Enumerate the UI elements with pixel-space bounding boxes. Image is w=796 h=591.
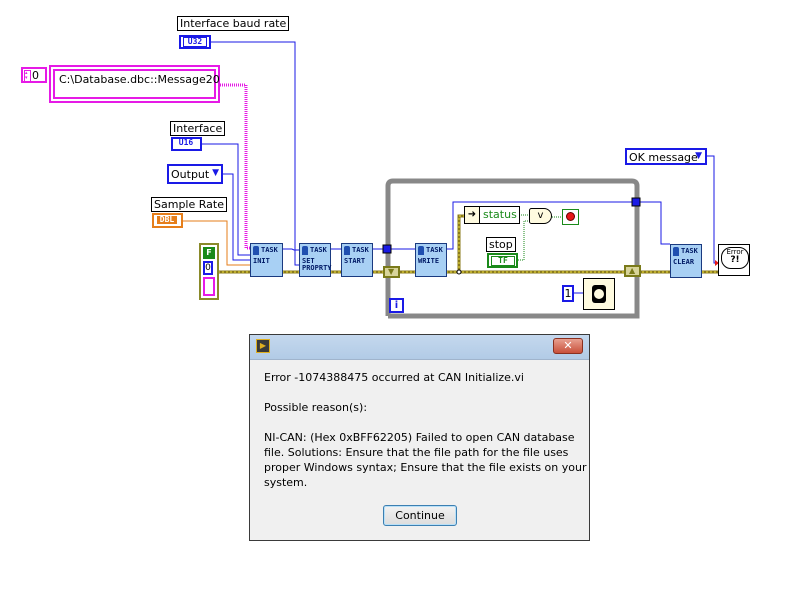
error-dialog: ▶ ✕ Error -1074388475 occurred at CAN In… (249, 334, 590, 541)
wait-ms-constant[interactable]: 1 (562, 285, 574, 302)
interface-label: Interface (170, 121, 226, 136)
u32-type-tag: U32 (183, 37, 207, 47)
node-name: START (344, 257, 366, 265)
baud-rate-label: Interface baud rate (177, 16, 290, 31)
error-message: Error -1074388475 occurred at CAN Initia… (264, 371, 524, 384)
task-icon: TASK (302, 246, 327, 255)
unbundle-by-name-node[interactable]: ➜ status (464, 206, 520, 224)
can-set-property-node[interactable]: TASK SET PROPRTY (299, 243, 332, 277)
array-index-control[interactable]: ▴▾ 0 (21, 67, 47, 83)
reason-header: Possible reason(s): (264, 401, 368, 414)
mode-value: Output (171, 168, 210, 181)
wire-mode (223, 173, 251, 261)
can-start-node[interactable]: TASK START (341, 243, 373, 277)
while-loop-frame (385, 178, 640, 319)
wire-error-branch (457, 214, 465, 272)
sample-rate-label: Sample Rate (151, 197, 227, 212)
status-element: status (483, 208, 517, 221)
error-symbol: ?! (730, 255, 740, 265)
mode-ring-control[interactable]: Output ▼ (167, 164, 223, 184)
status-boolean[interactable]: F (203, 247, 215, 259)
wire-junction (456, 269, 462, 275)
loop-condition-terminal[interactable] (562, 209, 579, 225)
down-triangle-icon: ▼ (388, 267, 395, 276)
iteration-terminal: i (389, 298, 404, 313)
node-name: INIT (253, 257, 270, 265)
up-triangle-icon: ▲ (629, 266, 636, 275)
arrow-right-icon: ➜ (465, 207, 480, 223)
u16-type-tag: U16 (178, 138, 194, 147)
baud-rate-terminal[interactable]: U32 (179, 35, 211, 49)
error-text: Error (726, 248, 744, 256)
node-name: CLEAR (673, 258, 695, 266)
node-name: WRITE (418, 257, 440, 265)
watch-face (594, 289, 604, 299)
dropdown-arrow-icon[interactable]: ▼ (212, 168, 219, 178)
sample-rate-terminal[interactable]: DBL (152, 213, 183, 228)
reason-line-1: NI-CAN: (Hex 0xBFF62205) Failed to open … (264, 431, 575, 444)
dropdown-arrow-icon[interactable]: ▼ (695, 151, 702, 161)
reason-line-4: system. (264, 476, 308, 489)
close-button[interactable]: ✕ (553, 338, 583, 354)
continue-button[interactable]: Continue (383, 505, 457, 526)
speech-bubble-icon: Error ?! (721, 247, 749, 269)
array-index-value: 0 (32, 69, 39, 82)
dialog-title-bar[interactable]: ▶ ✕ (250, 335, 589, 360)
shift-register-left[interactable]: ▼ (383, 266, 400, 278)
wait-ms-node[interactable] (583, 278, 615, 310)
task-icon: TASK (418, 246, 443, 255)
wire-baud-rate (211, 41, 300, 266)
dbl-type-tag: DBL (157, 216, 177, 224)
tf-type-tag: TF (491, 256, 515, 266)
or-gate-node[interactable]: v (529, 208, 552, 224)
task-icon: TASK (673, 247, 698, 256)
interface-terminal[interactable]: U16 (171, 137, 202, 151)
shift-register-right[interactable]: ▲ (624, 265, 641, 277)
node-name: SET PROPRTY (302, 257, 332, 272)
message-array-control[interactable]: C:\Database.dbc::Message20 (49, 65, 220, 103)
dialog-type-value: OK message (629, 151, 698, 164)
simple-error-handler-node[interactable]: Error ?! (718, 244, 750, 276)
dialog-type-ring[interactable]: OK message ▼ (625, 148, 707, 165)
wire-task-1 (283, 248, 299, 251)
wire-dialog-type (707, 155, 718, 264)
reason-line-2: file. Solutions: Ensure that the file pa… (264, 446, 569, 459)
error-cluster-constant[interactable]: F 0 (199, 243, 219, 300)
message-path-value: C:\Database.dbc::Message20 (59, 73, 220, 86)
message-path-field[interactable]: C:\Database.dbc::Message20 (53, 69, 220, 99)
task-icon: TASK (344, 246, 369, 255)
can-init-node[interactable]: TASK INIT (250, 243, 283, 277)
wire-error-branch-dash (458, 215, 465, 272)
stop-button-terminal[interactable]: TF (487, 253, 518, 268)
stop-label: stop (486, 237, 516, 252)
loop-tunnel-right (631, 197, 641, 207)
wire-interface (201, 143, 251, 256)
labview-app-icon: ▶ (256, 339, 270, 353)
increment-arrows-icon[interactable]: ▴▾ (24, 70, 31, 82)
wire-sample-rate (182, 220, 251, 266)
stop-sign-icon (566, 212, 575, 221)
task-icon: TASK (253, 246, 278, 255)
loop-tunnel-left (382, 244, 392, 254)
can-write-node[interactable]: TASK WRITE (415, 243, 447, 277)
wire-message-path (220, 83, 251, 250)
reason-line-3: proper Windows syntax; Ensure that the f… (264, 461, 587, 474)
code-numeric[interactable]: 0 (203, 261, 213, 275)
source-string[interactable] (203, 277, 215, 296)
wire-stop-or (518, 220, 530, 261)
wire-arrowhead (715, 260, 719, 266)
can-clear-node[interactable]: TASK CLEAR (670, 244, 702, 278)
